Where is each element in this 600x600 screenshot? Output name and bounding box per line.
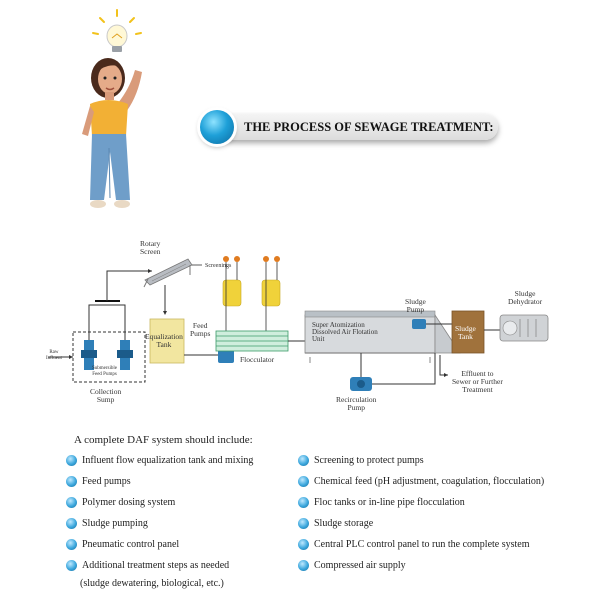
collection-sump-box [72, 331, 146, 383]
label-screenings: Screenings [205, 263, 232, 269]
label-effluent: Effluent to Sewer or Further Treatment [452, 369, 503, 394]
label-rotary-screen: Rotary Screen [140, 239, 161, 256]
title-bar [218, 114, 498, 140]
sludge-pump [412, 319, 426, 329]
equalization-tank [149, 318, 185, 364]
label-submersible-feed-pumps: Submersible Feed Pumps [92, 366, 117, 377]
bullet-orb-icon [66, 560, 77, 571]
bullet-orb-icon [66, 518, 77, 529]
submersible-pump-right [117, 340, 133, 370]
label-recirculation-pump: Recirculation Pump [336, 395, 377, 412]
label-daf-unit: Super Atomization Dissolved Air Flotatio… [312, 321, 378, 343]
flocculator [215, 330, 289, 352]
recirculation-pump [350, 377, 372, 391]
label-feed-pumps: Feed Pumps [190, 321, 211, 338]
label-sludge-dehydrator: Sludge Dehydrator [508, 289, 543, 306]
bullet-orb-icon [66, 476, 77, 487]
chemical-dosing-tank-2 [261, 256, 281, 307]
page-title: THE PROCESS OF SEWAGE TREATMENT: [244, 120, 494, 134]
sludge-tank [451, 310, 485, 354]
label-flocculator: Flocculator [240, 355, 275, 364]
woman-illustration [82, 9, 142, 208]
lightbulb-icon [92, 9, 142, 52]
checklist-intro: A complete DAF system should include: [74, 434, 253, 446]
banner-orb-icon [200, 110, 234, 144]
process-diagram [48, 256, 549, 391]
bullet-orb-icon [298, 560, 309, 571]
label-sludge-tank: Sludge Tank [455, 324, 476, 341]
label-equalization-tank: Equalization Tank [145, 332, 183, 349]
label-sludge-pump: Sludge Pump [405, 297, 426, 314]
label-raw-influent: Raw Influent [46, 350, 62, 361]
chemical-dosing-tank-1 [222, 256, 242, 307]
list-item-continuation: (sludge dewatering, biological, etc.) [80, 578, 224, 589]
title-banner: THE PROCESS OF SEWAGE TREATMENT: [200, 110, 500, 144]
bullet-orb-icon [66, 497, 77, 508]
rotary-screen [143, 258, 193, 288]
bullet-orb-icon [298, 455, 309, 466]
sludge-dehydrator [499, 314, 549, 342]
label-collection-sump: Collection Sump [90, 387, 122, 404]
bullet-orb-icon [66, 539, 77, 550]
bullet-orb-icon [298, 518, 309, 529]
bullet-orb-icon [66, 455, 77, 466]
submersible-pump-left [81, 340, 97, 370]
bullet-orb-icon [298, 476, 309, 487]
bullet-orb-icon [298, 497, 309, 508]
bullet-orb-icon [298, 539, 309, 550]
